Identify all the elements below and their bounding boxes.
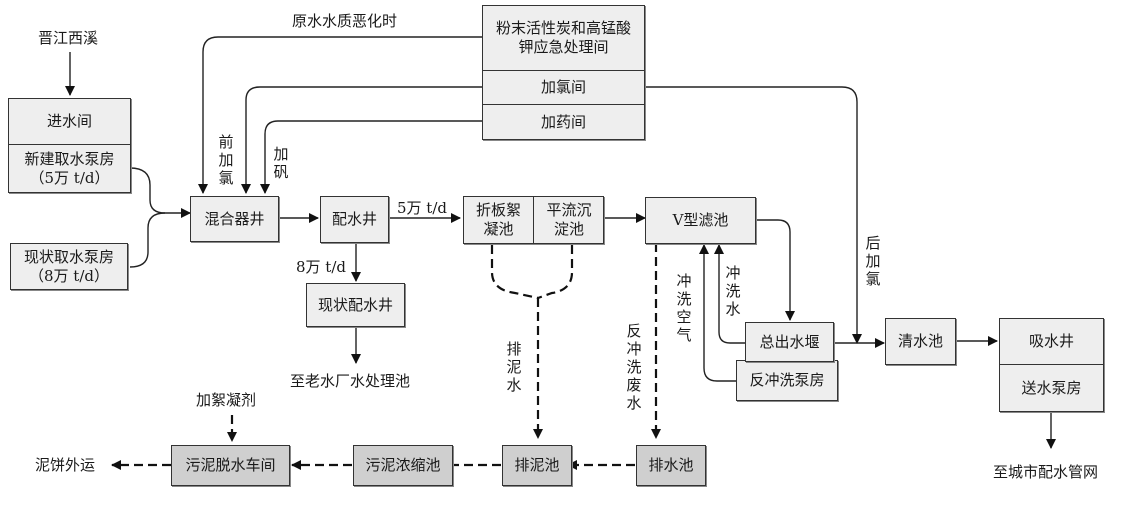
- arrow-chlorine-mixer: [241, 86, 484, 194]
- sludge-water-label: 排泥水: [506, 340, 522, 394]
- raw-bad-label: 原水水质恶化时: [292, 12, 398, 30]
- dewatering-box: 污泥脱水车间: [171, 445, 290, 486]
- cake-out-label: 泥饼外运: [35, 456, 96, 474]
- lift-pump-text: 送水泵房: [1021, 378, 1082, 397]
- mixer-text: 混合器井: [204, 209, 265, 228]
- arrow-emergency-mixer: [198, 36, 484, 194]
- arrow-vfilter-weir: [756, 219, 795, 321]
- sludge-pool-text: 排泥池: [514, 456, 560, 474]
- drain-pool-text: 排水池: [648, 456, 694, 474]
- dist-well-box: 配水井: [320, 196, 389, 243]
- old-pump-cap: （8万 t/d）: [29, 266, 109, 285]
- intake-cell: 进水间: [9, 99, 130, 145]
- chlorine-room-text: 加氯间: [540, 78, 586, 96]
- mixer-box: 混合器井: [190, 196, 279, 242]
- drain-pool-box: 排水池: [636, 445, 706, 486]
- dosing-room-cell: 加药间: [483, 105, 644, 139]
- add-flocculant-label: 加絮凝剂: [196, 391, 257, 409]
- intake-text: 进水间: [46, 112, 92, 130]
- sed-text: 平流沉淀池: [546, 201, 592, 238]
- new-pump-cell: 新建取水泵房 （5万 t/d）: [9, 145, 130, 192]
- suction-text: 吸水井: [1028, 332, 1074, 350]
- source-label: 晋江西溪: [38, 29, 99, 47]
- old-dist-well-text: 现状配水井: [317, 295, 393, 314]
- arrow-pump-vfilter: [699, 244, 736, 382]
- arrow-post-chlorine: [645, 86, 862, 344]
- wash-water-label: 冲洗水: [725, 264, 741, 318]
- wash-air-label: 冲洗空气: [676, 272, 692, 344]
- clear-well-text: 清水池: [897, 332, 943, 350]
- flow-5-label: 5万 t/d: [397, 199, 447, 217]
- backwash-pump-box: 反冲洗泵房: [736, 360, 838, 401]
- new-pump-text: 新建取水泵房: [24, 149, 115, 168]
- flow-8-label: 8万 t/d: [296, 258, 346, 276]
- weir-text: 总出水堰: [759, 332, 820, 351]
- sed-cell: 平流沉淀池: [534, 197, 604, 243]
- old-pump-text: 现状取水泵房: [23, 247, 114, 266]
- suction-cell: 吸水井: [1000, 319, 1103, 365]
- dosing-room-text: 加药间: [540, 112, 586, 131]
- dist-well-text: 配水井: [331, 210, 377, 228]
- post-chlorine-label: 后加氯: [865, 234, 881, 288]
- pre-chlorine-label: 前加氯: [218, 133, 234, 187]
- thickener-box: 污泥浓缩池: [353, 445, 453, 486]
- dashed-floc: [490, 245, 539, 300]
- thickener-text: 污泥浓缩池: [365, 456, 441, 474]
- backwash-waste-label: 反冲洗废水: [626, 322, 642, 412]
- floc-sed-box: 折板絮凝池 平流沉淀池: [463, 196, 604, 244]
- emergency-cell: 粉末活性炭和高锰酸钾应急处理间: [483, 6, 644, 71]
- vfilter-box: V型滤池: [645, 197, 756, 244]
- emergency-text: 粉末活性炭和高锰酸钾应急处理间: [495, 19, 631, 56]
- arrow-oldpump-mixer: [129, 212, 166, 268]
- chlorine-room-cell: 加氯间: [483, 71, 644, 105]
- backwash-pump-text: 反冲洗泵房: [749, 371, 825, 389]
- vfilter-text: V型滤池: [672, 211, 729, 229]
- alum-label: 加矾: [273, 145, 289, 181]
- sludge-pool-box: 排泥池: [502, 445, 572, 486]
- dashed-sed: [537, 245, 574, 300]
- arrow-weir-vfilter: [714, 244, 745, 344]
- new-pump-cap: （5万 t/d）: [29, 168, 110, 187]
- arrow-dosing-mixer: [260, 120, 484, 194]
- old-pump-box: 现状取水泵房 （8万 t/d）: [10, 243, 128, 290]
- suction-box: 吸水井 送水泵房: [999, 318, 1104, 412]
- emergency-box: 粉末活性炭和高锰酸钾应急处理间 加氯间 加药间: [482, 5, 645, 140]
- floc-cell: 折板絮凝池: [464, 197, 534, 243]
- old-dist-well-box: 现状配水井: [306, 283, 405, 327]
- weir-box: 总出水堰: [745, 322, 834, 362]
- to-old-plant-label: 至老水厂水处理池: [290, 372, 411, 390]
- floc-text: 折板絮凝池: [475, 201, 521, 238]
- lift-pump-cell: 送水泵房: [1000, 365, 1103, 411]
- arrow-newpump-mixer: [129, 167, 191, 218]
- intake-box: 进水间 新建取水泵房 （5万 t/d）: [8, 98, 131, 193]
- to-city-label: 至城市配水管网: [993, 463, 1099, 481]
- clear-well-box: 清水池: [885, 318, 956, 365]
- dewatering-text: 污泥脱水车间: [185, 456, 276, 474]
